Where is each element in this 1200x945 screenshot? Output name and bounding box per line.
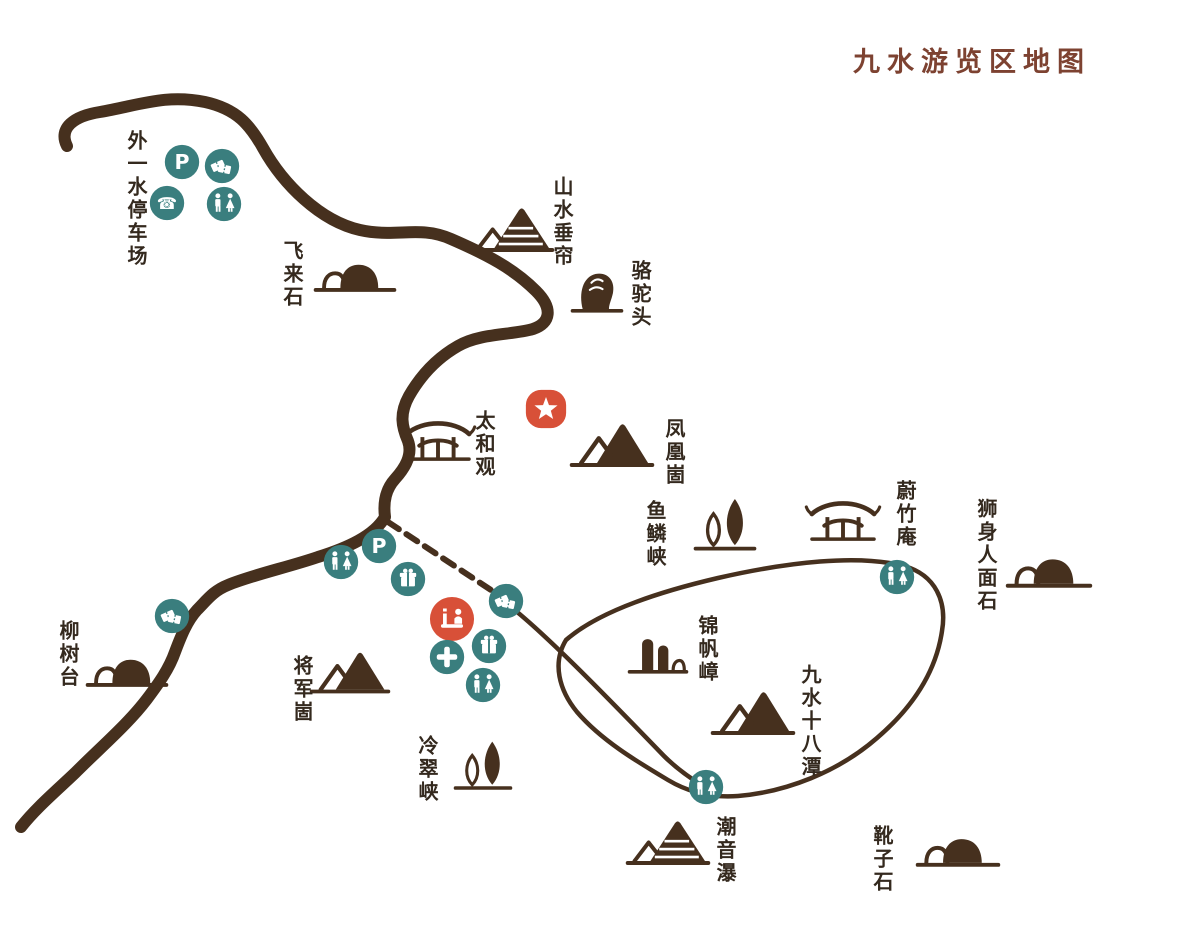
- label-camel-head: 骆驼头: [628, 260, 652, 329]
- gift-shop-icon: [471, 628, 507, 664]
- parking-icon: [164, 144, 200, 180]
- mountain-icon: [709, 685, 797, 740]
- phone-icon: [149, 185, 185, 221]
- temple-icon: [804, 496, 882, 546]
- label-weizhu-nunnery: 蔚竹庵: [893, 480, 917, 549]
- parking-icon: [361, 528, 397, 564]
- camel-rock-icon: [569, 266, 625, 317]
- label-jinfan-cliff: 锦帆嶂: [695, 615, 719, 684]
- label-boot-rock: 靴子石: [870, 825, 894, 894]
- label-lengcui-gorge: 冷翠峡: [415, 735, 439, 804]
- rock-icon: [914, 824, 1002, 870]
- mountain-icon: [308, 646, 392, 698]
- label-shanshui-curtain: 山水垂帘: [550, 176, 574, 268]
- toilets-icon: [206, 186, 242, 222]
- mountain-icon: [568, 417, 656, 472]
- tickets-icon: [488, 583, 524, 619]
- label-chaoyin-waterfall: 潮音瀑: [713, 816, 737, 885]
- tickets-icon: [154, 598, 190, 634]
- label-yulin-gorge: 鱼鳞峡: [643, 500, 667, 569]
- star-badge: [523, 386, 569, 432]
- tickets-icon: [204, 148, 240, 184]
- label-sphinx-rock: 狮身人面石: [974, 498, 998, 613]
- toilets-icon: [323, 544, 359, 580]
- info-desk-icon: [429, 596, 475, 642]
- trees-icon: [692, 494, 758, 555]
- gift-shop-icon: [390, 561, 426, 597]
- label-taihe-temple: 太和观: [472, 410, 496, 479]
- label-general-gu: 将军崮: [290, 655, 314, 724]
- trees-icon: [452, 737, 514, 794]
- toilets-icon: [465, 667, 501, 703]
- rock-icon: [1004, 544, 1094, 591]
- label-waiyishui-parking: 外一水停车场: [124, 130, 148, 268]
- waterfall-icon: [468, 202, 556, 257]
- temple-icon: [399, 416, 477, 466]
- toilets-icon: [879, 559, 915, 595]
- label-feilai-rock: 飞来石: [280, 240, 304, 309]
- rock-icon: [84, 645, 170, 690]
- main-road-path: [15, 93, 554, 833]
- map-title: 九水游览区地图: [853, 47, 1091, 78]
- rock-icon: [312, 250, 398, 295]
- label-jiushui-eighteen-pools: 九水十八潭: [798, 664, 822, 779]
- first-aid-icon: [429, 639, 465, 675]
- cliff-icon: [626, 627, 690, 678]
- dashed-trail-path: [385, 519, 503, 599]
- label-phoenix-gu: 凤凰崮: [662, 418, 686, 487]
- waterfall-icon: [624, 815, 712, 870]
- loop-trail-path: [556, 557, 946, 799]
- label-liushu-terrace: 柳树台: [56, 620, 80, 689]
- toilets-icon: [688, 769, 724, 805]
- connector-trail-path: [500, 598, 706, 789]
